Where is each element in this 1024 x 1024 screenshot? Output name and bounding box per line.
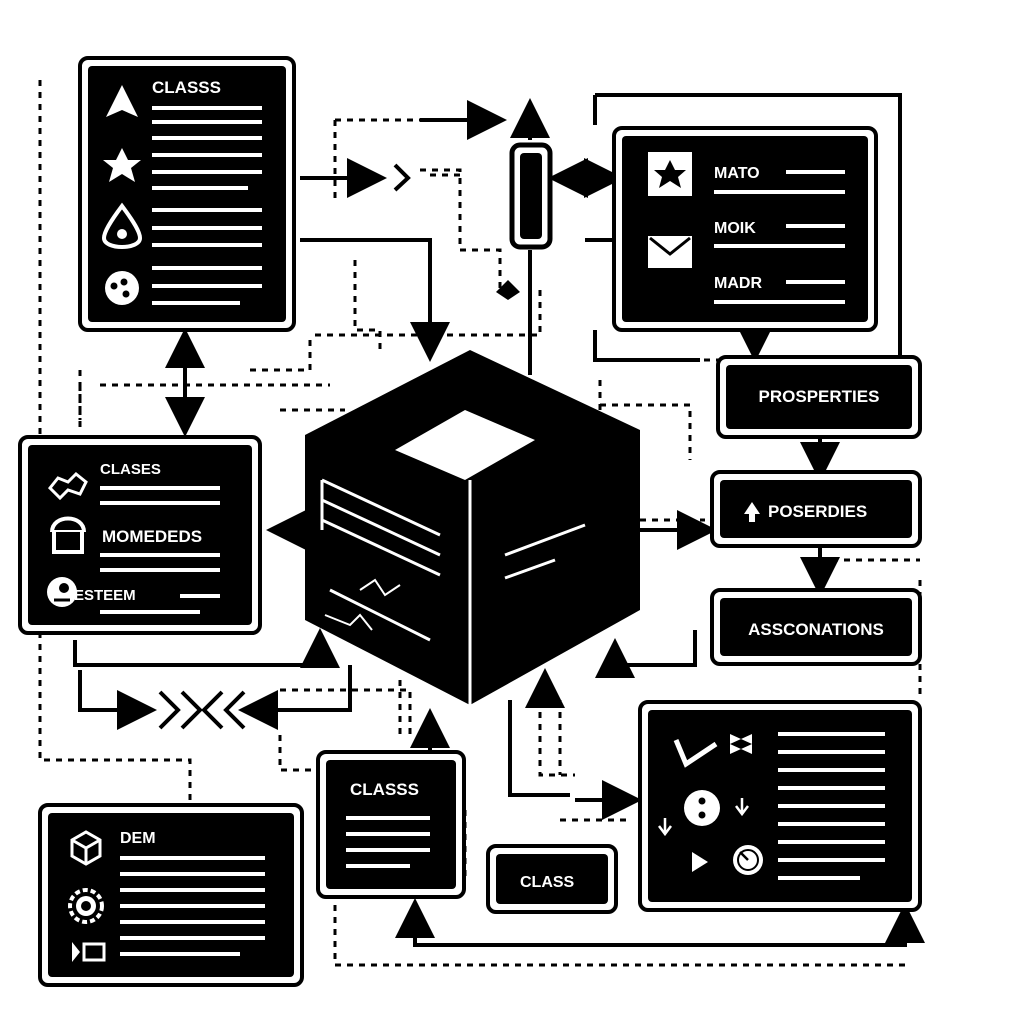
text-lines bbox=[152, 106, 262, 305]
class-box-small[interactable]: CLASS bbox=[486, 844, 618, 914]
prosperties-label: PROSPERTIES bbox=[759, 387, 880, 406]
poserdies-box[interactable]: POSERDIES bbox=[710, 470, 922, 548]
text-lines bbox=[346, 816, 430, 868]
panel-classes-bottom-center[interactable]: CLASSS bbox=[316, 750, 466, 899]
row-label-momededs: MOMEDEDS bbox=[102, 527, 202, 546]
molecule-icon bbox=[47, 471, 88, 501]
flag-icon bbox=[72, 942, 106, 962]
panel-title: CLASSS bbox=[152, 78, 221, 97]
gear-icon bbox=[68, 888, 104, 924]
poserdies-label: POSERDIES bbox=[768, 502, 867, 521]
solid-connectors bbox=[73, 93, 925, 947]
up-arrow-icon bbox=[744, 502, 760, 522]
text-lines bbox=[778, 732, 885, 880]
down-arrow-icon bbox=[735, 798, 749, 817]
panel-dem-bottom-left[interactable]: DEM bbox=[38, 803, 304, 987]
class-box-label: CLASS bbox=[520, 874, 575, 891]
triangle-icon bbox=[106, 85, 138, 117]
panel-bottom-right[interactable] bbox=[638, 700, 922, 912]
star-icon bbox=[103, 148, 141, 182]
assconations-label: ASSCONATIONS bbox=[748, 620, 884, 639]
row-label-esteem: ESTEEM bbox=[74, 587, 136, 604]
check-icon bbox=[673, 739, 718, 768]
text-lines bbox=[714, 170, 845, 304]
row-label-moik: MOIK bbox=[714, 220, 756, 237]
panel-top-right[interactable]: MATO MOIK MADR bbox=[612, 126, 878, 332]
clock-icon bbox=[733, 845, 763, 875]
dome-icon bbox=[50, 516, 86, 554]
play-icon bbox=[692, 852, 708, 872]
text-lines bbox=[120, 856, 265, 956]
row-label-clases: CLASES bbox=[100, 461, 161, 478]
down-arrow-icon bbox=[658, 818, 672, 837]
panel-title: DEM bbox=[120, 830, 156, 847]
dots-icon bbox=[684, 790, 720, 826]
row-label-madr: MADR bbox=[714, 275, 762, 292]
person-circle-icon bbox=[47, 577, 77, 607]
central-cube bbox=[305, 350, 640, 705]
chevron-connector bbox=[158, 690, 246, 730]
panel-classes-mid-left[interactable]: CLASES MOMEDEDS ESTEEM bbox=[18, 435, 262, 635]
cube-icon bbox=[70, 830, 102, 866]
row-label-mato: MATO bbox=[714, 165, 760, 182]
panel-title: CLASSS bbox=[350, 780, 419, 799]
panel-classes-top-left[interactable]: CLASSS bbox=[78, 56, 296, 332]
bowtie-icon bbox=[730, 734, 752, 754]
prosperties-box[interactable]: PROSPERTIES bbox=[716, 355, 922, 439]
assconations-box[interactable]: ASSCONATIONS bbox=[710, 588, 922, 666]
star-square-icon bbox=[648, 152, 692, 196]
connector-node bbox=[509, 142, 553, 250]
text-lines bbox=[100, 486, 220, 614]
junction-diamond bbox=[496, 280, 520, 300]
mail-icon bbox=[648, 236, 692, 268]
dots-circle-icon bbox=[105, 271, 139, 305]
drop-icon bbox=[101, 202, 143, 249]
